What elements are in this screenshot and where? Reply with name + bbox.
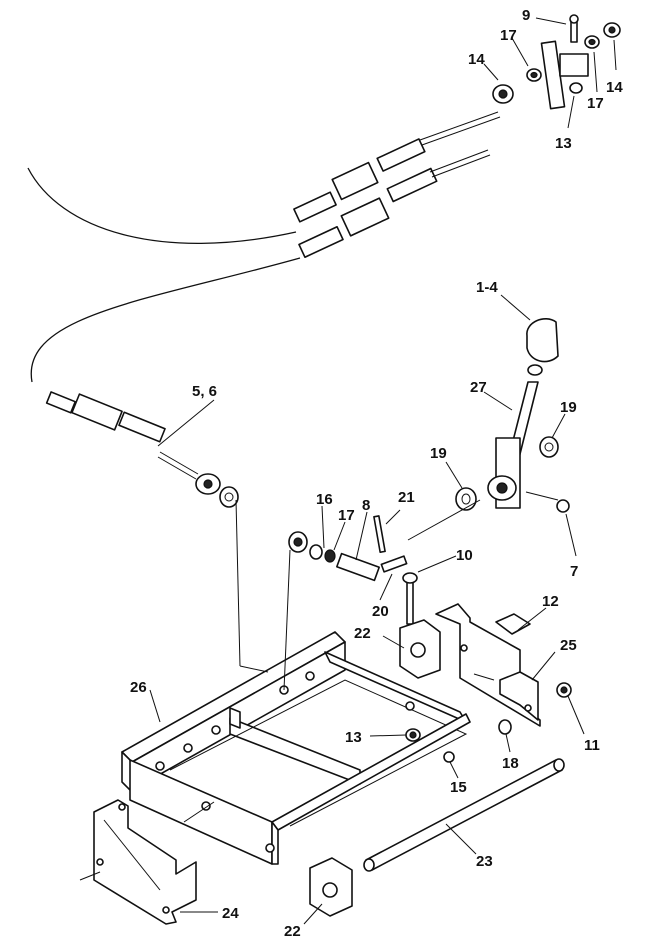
bolt-10 [406, 581, 414, 625]
nut [309, 544, 323, 560]
callout-25: 25 [560, 637, 577, 654]
callout-7: 7 [570, 563, 578, 580]
bolt-7 [556, 499, 570, 513]
cable-end-lower [298, 149, 491, 259]
callout-19-left: 19 [430, 445, 447, 462]
pin-21 [373, 515, 386, 554]
shaft-23 [363, 758, 565, 872]
clevis-8 [336, 552, 380, 582]
callout-22-lower: 22 [284, 923, 301, 940]
cable-end-upper [293, 111, 501, 223]
washer-15 [443, 751, 455, 763]
upper-control-cables [27, 111, 501, 383]
callout-1-4: 1-4 [476, 279, 498, 296]
callout-21: 21 [398, 489, 415, 506]
clevis-assembly [288, 515, 408, 582]
main-frame-26 [121, 631, 512, 865]
shift-lever-assembly [455, 318, 570, 513]
bolt-and-block-upper [399, 572, 441, 679]
callout-27: 27 [470, 379, 487, 396]
nut-13 [569, 82, 583, 94]
callout-15: 15 [450, 779, 467, 796]
callout-19-right: 19 [560, 399, 577, 416]
callout-24: 24 [222, 905, 239, 922]
callout-11: 11 [584, 737, 600, 754]
washer-17 [324, 549, 336, 563]
cross-member [229, 717, 361, 785]
callout-17-clevis: 17 [338, 507, 355, 524]
callout-16: 16 [316, 491, 333, 508]
callout-13-frame: 13 [345, 729, 362, 746]
callout-13-top: 13 [555, 135, 572, 152]
washer-19-left [455, 487, 477, 511]
callout-14-left: 14 [468, 51, 485, 68]
callout-26: 26 [130, 679, 147, 696]
washer [219, 486, 239, 508]
plate-12 [495, 613, 531, 635]
callout-18: 18 [502, 755, 519, 772]
callout-14-right: 14 [606, 79, 623, 96]
knob-1-4 [526, 318, 559, 363]
callout-10: 10 [456, 547, 473, 564]
callout-9: 9 [522, 7, 530, 24]
callout-17-top: 17 [500, 27, 517, 44]
leader-lines [79, 17, 617, 925]
callout-labels: 9 17 14 14 17 13 1-4 5, 6 27 19 19 21 16… [130, 7, 623, 940]
washer-18 [498, 719, 512, 735]
callout-23: 23 [476, 853, 493, 870]
callout-12: 12 [542, 593, 559, 610]
washer-19-right [539, 436, 559, 458]
top-cable-bracket [492, 14, 621, 110]
callout-17-right: 17 [587, 95, 604, 112]
callout-22-upper: 22 [354, 625, 371, 642]
clamp-block-22-lower [309, 857, 353, 917]
control-cable-5-6 [45, 391, 239, 508]
bracket-24 [93, 799, 197, 925]
side-bracket-25 [435, 603, 572, 727]
pin-20 [380, 555, 408, 573]
callout-20: 20 [372, 603, 389, 620]
callout-5-6: 5, 6 [192, 383, 217, 400]
callout-8: 8 [362, 497, 370, 514]
